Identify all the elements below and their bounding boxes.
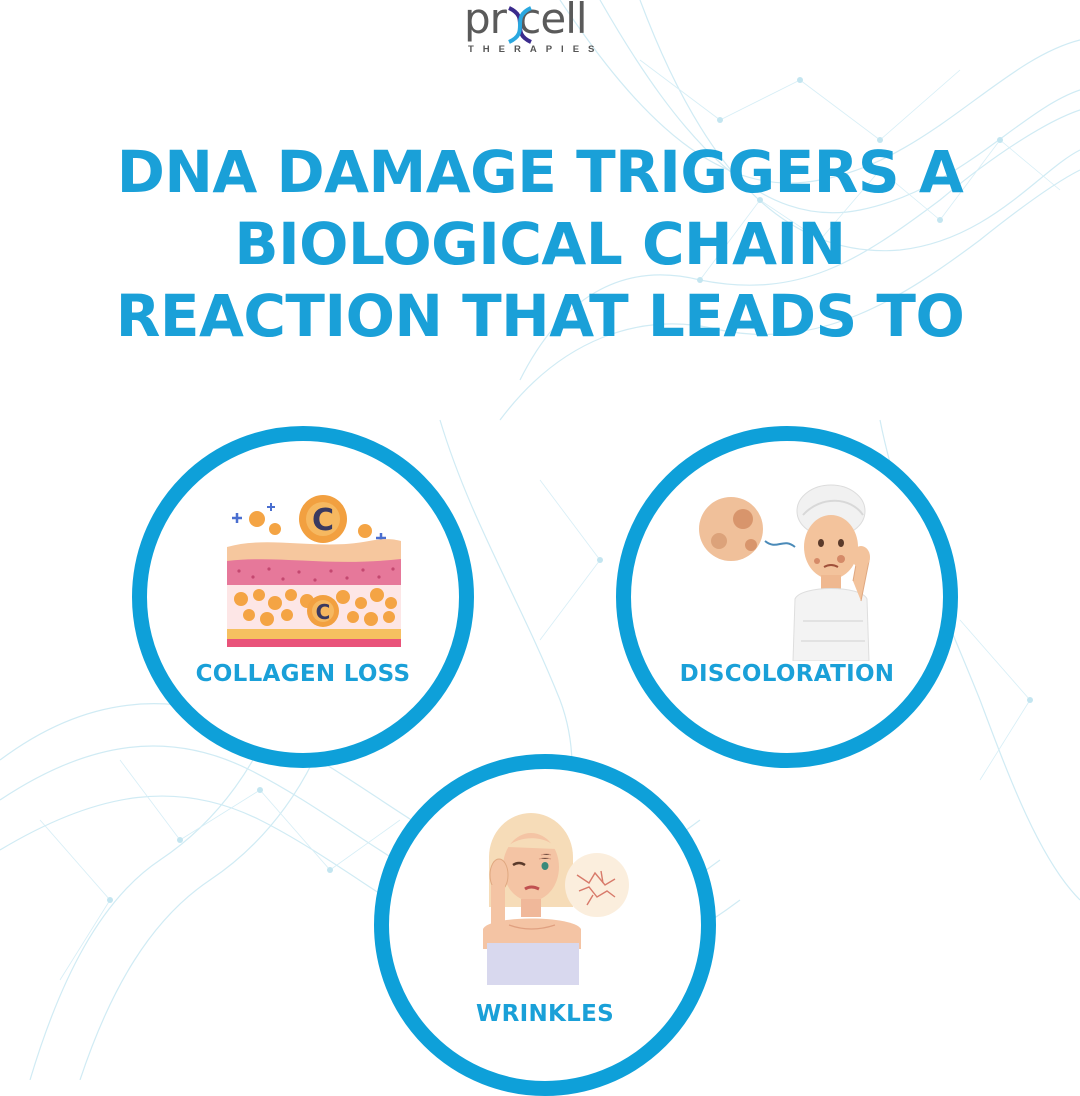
- effect-card-discoloration: DISCOLORATION: [616, 426, 958, 768]
- svg-text:C: C: [312, 503, 334, 538]
- headline: DNA DAMAGE TRIGGERS A BIOLOGICAL CHAIN R…: [0, 136, 1080, 352]
- headline-line-2: BIOLOGICAL CHAIN: [234, 210, 846, 278]
- effect-label-discoloration: DISCOLORATION: [679, 661, 895, 687]
- headline-line-3: REACTION THAT LEADS TO: [115, 282, 965, 350]
- dna-helix-icon: [508, 6, 532, 44]
- effect-card-collagen-loss: C C COLLAGEN LOSS: [132, 426, 474, 768]
- brand-subtitle: THERAPIES: [468, 44, 604, 55]
- effect-label-wrinkles: WRINKLES: [475, 1001, 615, 1027]
- svg-text:C: C: [316, 600, 331, 624]
- woman-with-wrinkles-icon: [483, 813, 629, 985]
- brand-logo: pr cell THERAPIES: [440, 0, 640, 62]
- effect-card-wrinkles: WRINKLES: [374, 754, 716, 1096]
- woman-with-dark-spot-icon: [699, 484, 870, 661]
- collagen-skin-layers-icon: C C: [227, 495, 401, 647]
- effect-label-collagen-loss: COLLAGEN LOSS: [195, 661, 411, 687]
- brand-wordmark: pr cell: [464, 0, 588, 43]
- headline-line-1: DNA DAMAGE TRIGGERS A: [116, 138, 964, 206]
